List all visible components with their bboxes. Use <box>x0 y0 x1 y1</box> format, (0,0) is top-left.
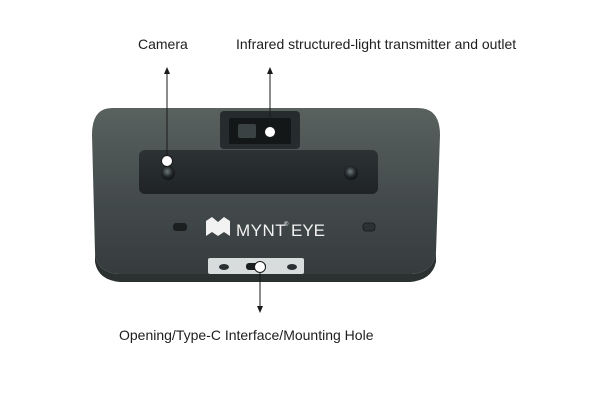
brand-main: MYNT <box>236 221 286 240</box>
camera-arrowhead <box>164 67 170 74</box>
mynt-m-logo-icon <box>206 217 230 236</box>
right-lens <box>344 166 358 180</box>
bottom-opening-left <box>219 264 229 270</box>
camera-label: Camera <box>138 36 188 52</box>
bottom-arrowhead <box>257 306 263 313</box>
infrared-label: Infrared structured-light transmitter an… <box>236 36 517 52</box>
bottom-label: Opening/Type-C Interface/Mounting Hole <box>119 327 374 343</box>
left-lens <box>161 166 175 180</box>
infrared-emitter <box>238 124 256 138</box>
bottom-opening-right <box>287 264 297 270</box>
camera-panel <box>139 150 378 194</box>
camera-marker <box>161 155 173 167</box>
right-indicator <box>362 222 376 232</box>
device-bottom-lip <box>95 252 436 282</box>
brand-sub: EYE <box>291 221 325 240</box>
left-indicator <box>173 223 187 231</box>
bottom-marker <box>254 261 266 273</box>
infrared-marker <box>264 126 276 138</box>
infrared-arrowhead <box>267 67 273 74</box>
brand-reg: ® <box>284 221 289 228</box>
